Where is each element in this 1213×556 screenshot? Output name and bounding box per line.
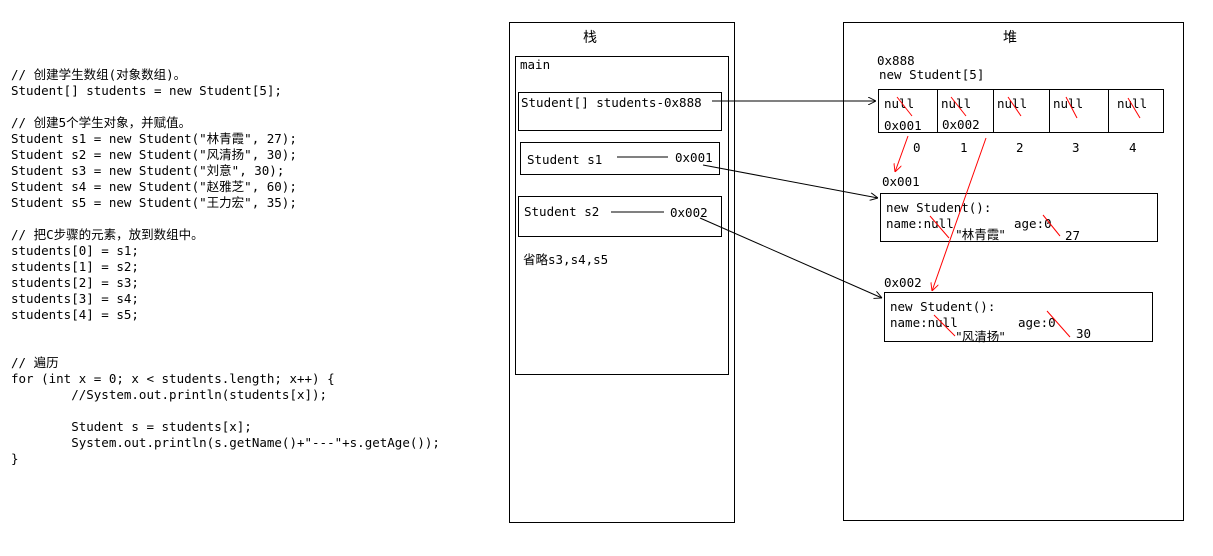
code-line: // 创建5个学生对象，并赋值。 — [11, 115, 192, 130]
code-line: students[0] = s1; — [11, 243, 139, 258]
object2-age-field: age:0 — [1018, 315, 1056, 330]
array-divider — [1108, 89, 1109, 133]
code-line: // 把C步骤的元素，放到数组中。 — [11, 227, 204, 242]
array-index-2: 2 — [1016, 140, 1024, 155]
array-index-3: 3 — [1072, 140, 1080, 155]
code-line — [11, 403, 440, 419]
code-line: students[4] = s5; — [11, 307, 139, 322]
object1-addr: 0x001 — [882, 174, 920, 189]
array-cell-1-ref: 0x002 — [942, 117, 980, 132]
object1-box — [880, 193, 1158, 242]
object2-new: new Student(): — [890, 299, 996, 314]
s1-var-box — [520, 142, 720, 175]
code-line: //System.out.println(students[x]); — [11, 387, 328, 402]
heap-title: 堆 — [1003, 30, 1017, 46]
array-index-1: 1 — [960, 140, 968, 155]
code-line: // 遍历 — [11, 355, 59, 370]
omitted-note: 省略s3,s4,s5 — [523, 252, 609, 267]
s2-var-addr: 0x002 — [670, 205, 708, 220]
array-cell-0-ref: 0x001 — [884, 118, 922, 133]
code-line: students[1] = s2; — [11, 259, 139, 274]
code-line: // 创建学生数组(对象数组)。 — [11, 67, 187, 82]
s2-var-label: Student s2 — [524, 204, 600, 219]
code-line — [11, 339, 440, 355]
array-index-0: 0 — [913, 140, 921, 155]
stack-title: 栈 — [583, 30, 597, 46]
array-cell-2: null — [997, 96, 1028, 111]
s1-var-label: Student s1 — [527, 152, 603, 167]
object2-addr: 0x002 — [884, 275, 922, 290]
code-line: Student s5 = new Student("王力宏", 35); — [11, 195, 297, 210]
code-line: Student s3 = new Student("刘意", 30); — [11, 163, 285, 178]
object1-age-field: age:0 — [1014, 216, 1052, 231]
code-line: Student s2 = new Student("风清扬", 30); — [11, 147, 297, 162]
array-cell-1: null — [941, 96, 972, 111]
students-var-label: Student[] students-0x888 — [521, 95, 702, 110]
students-var-box — [518, 92, 722, 131]
code-line — [11, 99, 440, 115]
array-new: new Student[5] — [879, 67, 985, 82]
object1-new: new Student(): — [886, 200, 992, 215]
array-cell-4: null — [1117, 96, 1148, 111]
code-line: students[3] = s4; — [11, 291, 139, 306]
code-line: Student s = students[x]; — [11, 419, 252, 434]
array-divider — [1049, 89, 1050, 133]
object1-age-value: 27 — [1065, 228, 1081, 243]
code-line: Student s4 = new Student("赵雅芝", 60); — [11, 179, 297, 194]
code-line: System.out.println(s.getName()+"---"+s.g… — [11, 435, 440, 450]
code-line: Student[] students = new Student[5]; — [11, 83, 282, 98]
s2-var-box — [518, 196, 722, 237]
array-divider — [937, 89, 938, 133]
array-addr: 0x888 — [877, 53, 915, 68]
object1-name-field: name:null — [886, 216, 954, 231]
object2-name-value: "风清扬" — [956, 329, 1005, 344]
main-frame-label: main — [520, 57, 551, 72]
code-line: } — [11, 451, 19, 466]
code-listing: // 创建学生数组(对象数组)。Student[] students = new… — [11, 67, 440, 467]
object1-name-value: "林青霞" — [956, 227, 1005, 242]
s1-var-addr: 0x001 — [675, 150, 713, 165]
code-line: Student s1 = new Student("林青霞", 27); — [11, 131, 297, 146]
code-line — [11, 323, 440, 339]
object2-name-field: name:null — [890, 315, 958, 330]
array-cell-3: null — [1053, 96, 1084, 111]
code-line: for (int x = 0; x < students.length; x++… — [11, 371, 335, 386]
array-cell-0: null — [884, 96, 915, 111]
object2-box — [884, 292, 1153, 342]
array-index-4: 4 — [1129, 140, 1137, 155]
object2-age-value: 30 — [1076, 326, 1092, 341]
code-line: students[2] = s3; — [11, 275, 139, 290]
array-divider — [993, 89, 994, 133]
code-line — [11, 211, 440, 227]
